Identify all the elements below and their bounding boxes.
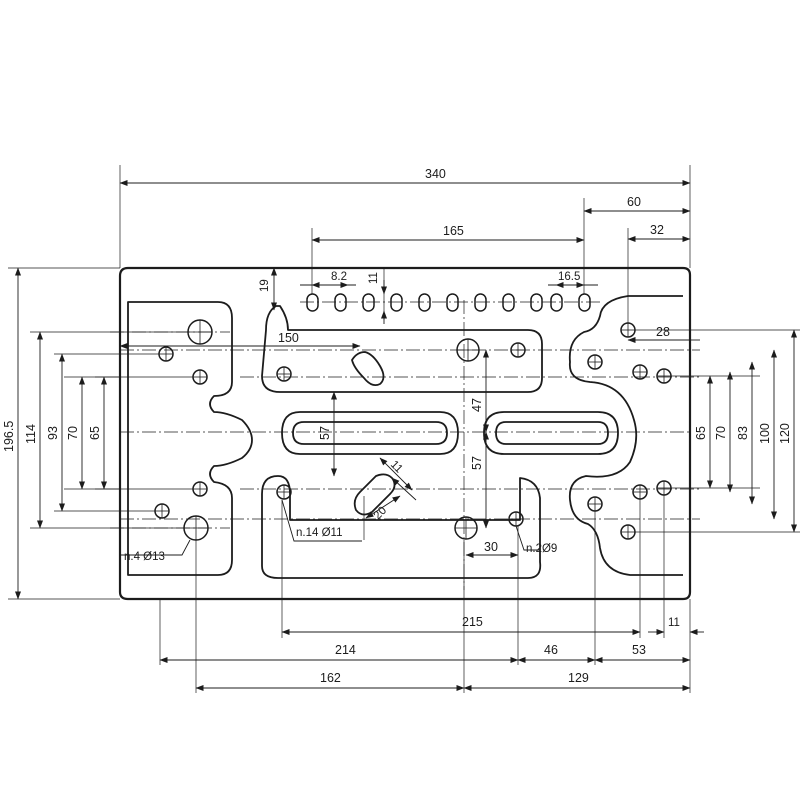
- extension-lines: [8, 165, 800, 693]
- callout-holes-4: n.4 Ø13: [124, 551, 165, 563]
- dimension-lines: [15, 180, 797, 691]
- top-slot: [334, 293, 347, 312]
- dim-height-93: 93: [46, 426, 60, 440]
- dim-overall-width: 340: [425, 167, 446, 181]
- top-slot: [306, 293, 319, 312]
- center-lines: [110, 300, 700, 590]
- dim-pitch-8-2: 8.2: [331, 271, 347, 283]
- labels: 340 60 32 165 8.2 11 16.5 19 150 28 196.…: [2, 167, 792, 685]
- dim-slot-11: 11: [388, 459, 405, 476]
- dim-height-65-right: 65: [694, 426, 708, 440]
- dim-right-60: 60: [627, 195, 641, 209]
- dim-30: 30: [484, 540, 498, 554]
- dim-11-top: 11: [368, 272, 380, 284]
- dim-height-120: 120: [778, 423, 792, 444]
- top-slot: [550, 293, 563, 312]
- dim-bottom-162: 162: [320, 671, 341, 685]
- dim-bottom-11: 11: [668, 617, 680, 629]
- dim-slot-57-left: 57: [318, 426, 332, 440]
- top-slot-row: [306, 293, 591, 312]
- callout-leaders: [120, 499, 540, 556]
- callout-holes-2: n.2Ø9: [526, 543, 557, 555]
- right-slot-inner: [495, 421, 609, 445]
- right-slot-outer: [483, 411, 619, 455]
- dim-47: 47: [470, 398, 484, 412]
- dim-bottom-214: 214: [335, 643, 356, 657]
- top-slot: [446, 293, 459, 312]
- upper-frame: [261, 305, 543, 393]
- top-slot: [390, 293, 403, 312]
- plate: [118, 266, 692, 601]
- dim-bottom-215: 215: [462, 615, 483, 629]
- dim-150: 150: [278, 331, 299, 345]
- dim-bottom-129: 129: [568, 671, 589, 685]
- dim-span-165: 165: [443, 224, 464, 238]
- diagonal-slot-lower: [353, 473, 396, 516]
- dim-28: 28: [656, 325, 670, 339]
- dim-bottom-46: 46: [544, 643, 558, 657]
- dim-19: 19: [259, 279, 271, 292]
- top-slot: [578, 293, 591, 312]
- dim-57-mid: 57: [470, 456, 484, 470]
- right-cutout: [568, 295, 683, 576]
- top-slot: [418, 293, 431, 312]
- dim-height-83: 83: [736, 426, 750, 440]
- dim-height-70-left: 70: [66, 426, 80, 440]
- dim-16-5: 16.5: [558, 271, 580, 283]
- dim-right-32: 32: [650, 223, 664, 237]
- dim-height-65-left: 65: [88, 426, 102, 440]
- top-slot: [530, 293, 543, 312]
- top-slot: [362, 293, 375, 312]
- dim-height-100: 100: [758, 423, 772, 444]
- left-cutout: [127, 301, 253, 576]
- plate-outline: [118, 266, 692, 601]
- callout-holes-14: n.14 Ø11: [296, 527, 342, 539]
- small-diagonal-slot-upper: [351, 351, 385, 387]
- left-slot-outer: [281, 411, 459, 455]
- top-slot: [474, 293, 487, 312]
- top-slot: [502, 293, 515, 312]
- dim-height-70-right: 70: [714, 426, 728, 440]
- dim-height-114: 114: [24, 424, 38, 444]
- dim-height-196-5: 196.5: [2, 421, 16, 452]
- dim-bottom-53: 53: [632, 643, 646, 657]
- left-slot-inner: [292, 421, 448, 445]
